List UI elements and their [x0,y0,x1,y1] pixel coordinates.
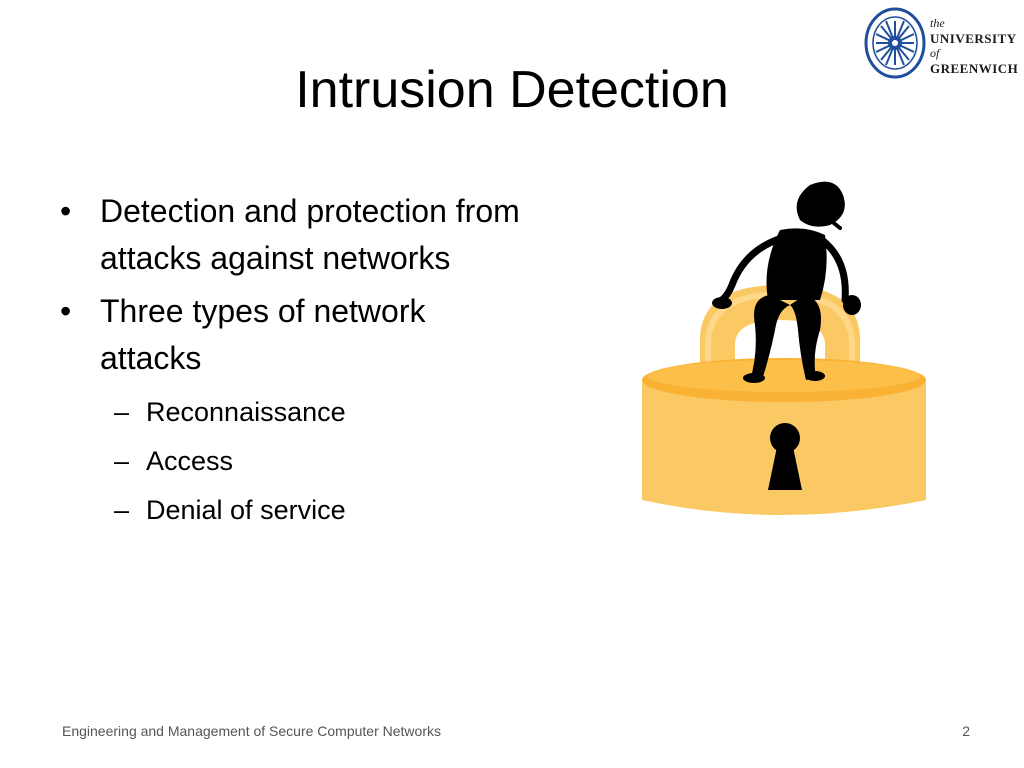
sub-bullet-item: – Reconnaissance [114,388,530,437]
university-wordmark: the UNIVERSITY of GREENWICH [930,16,1018,76]
logo-line-of: of [930,46,940,60]
sub-bullet-item: – Denial of service [114,486,530,535]
bullet-marker: • [60,193,72,229]
sub-bullet-text: Access [146,446,234,476]
slide-content: • Detection and protection from attacks … [60,188,530,535]
sub-bullet-item: – Access [114,437,530,486]
bullet-item: • Three types of network attacks [60,288,530,382]
slide-title: Intrusion Detection [295,61,729,119]
logo-line-greenwich: GREENWICH [930,61,1019,76]
sub-bullet-marker: – [114,397,130,427]
sub-bullet-list: – Reconnaissance – Access – Denial of se… [114,388,530,535]
footer-course-title: Engineering and Management of Secure Com… [62,723,441,739]
logo-line-the: the [930,16,945,30]
sub-bullet-text: Denial of service [146,495,346,525]
padlock-with-figure-icon [642,181,926,515]
bullet-item: • Detection and protection from attacks … [60,188,530,282]
university-logo: the UNIVERSITY of GREENWICH [864,6,1020,82]
footer-page-number: 2 [962,723,970,739]
bullet-text: Three types of network attacks [100,293,426,376]
university-seal-icon [864,7,926,79]
bullet-marker: • [60,293,72,329]
bullet-text: Detection and protection from attacks ag… [100,193,520,276]
sub-bullet-text: Reconnaissance [146,397,346,427]
sub-bullet-marker: – [114,495,130,525]
sub-bullet-marker: – [114,446,130,476]
logo-line-university: UNIVERSITY [930,31,1017,46]
